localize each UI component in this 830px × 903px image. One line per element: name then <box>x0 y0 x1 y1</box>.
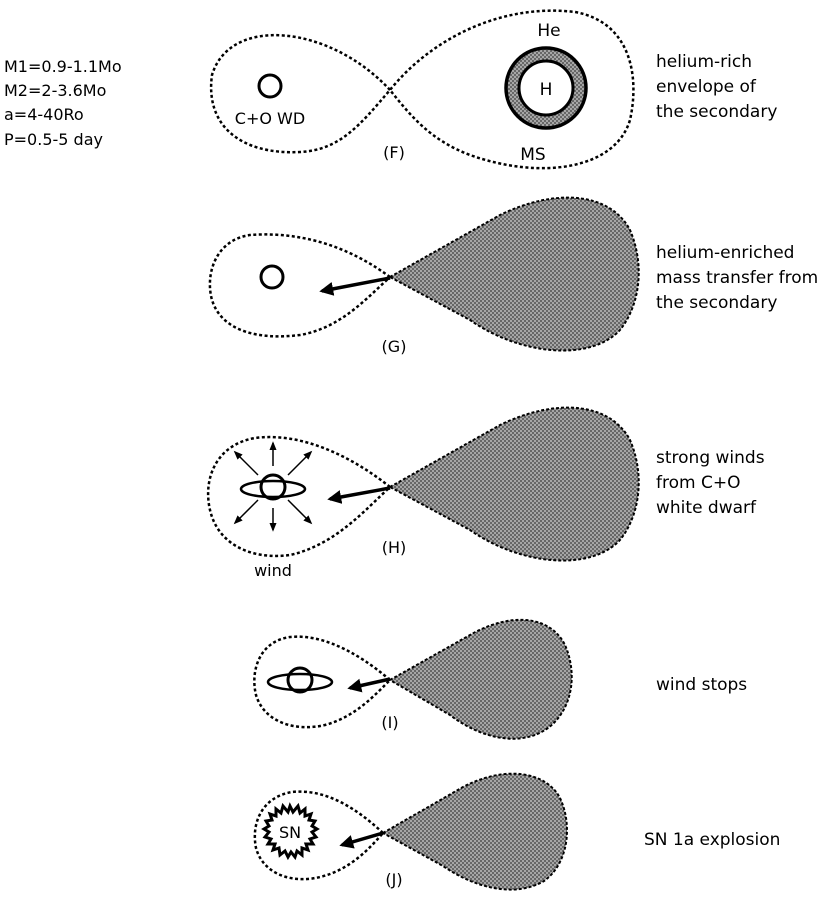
stage-descriptions: helium-rich envelope of the secondary he… <box>644 52 818 850</box>
sn-label: SN <box>279 823 301 842</box>
mass-transfer-arrow <box>347 677 391 693</box>
white-dwarf-icon <box>286 666 314 694</box>
donor-lobe-filled <box>387 196 640 352</box>
h-label: H <box>540 80 553 100</box>
param-a: a=4-40Ro <box>4 105 84 124</box>
stage-g: (G) <box>208 196 640 356</box>
desc-i-line1: wind stops <box>656 675 747 695</box>
desc-g-line3: the secondary <box>656 293 777 313</box>
accretor-roche-lobe <box>253 635 391 729</box>
wind-label: wind <box>254 561 292 580</box>
donor-lobe-filled <box>387 406 640 562</box>
desc-h-line1: strong winds <box>656 448 765 468</box>
accretion-disk <box>239 479 307 499</box>
stage-tag-i: (I) <box>381 713 398 732</box>
desc-h-line3: white dwarf <box>656 498 757 518</box>
donor-lobe-filled <box>380 772 568 891</box>
desc-h-line2: from C+O <box>656 473 740 493</box>
white-dwarf-icon <box>259 264 285 290</box>
accretor-roche-lobe <box>253 790 384 881</box>
stage-f: C+O WD He H MS (F) <box>209 9 635 170</box>
param-m2: M2=2-3.6Mo <box>4 81 106 100</box>
white-dwarf-icon <box>259 473 287 501</box>
desc-f-line3: the secondary <box>656 102 777 122</box>
param-p: P=0.5-5 day <box>4 130 103 149</box>
wind-arrows <box>233 441 313 532</box>
desc-f-line1: helium-rich <box>656 52 752 72</box>
accretor-roche-lobe <box>206 435 391 558</box>
desc-g-line1: helium-enriched <box>656 243 794 263</box>
orbital-parameters: M1=0.9-1.1Mo M2=2-3.6Mo a=4-40Ro P=0.5-5… <box>4 57 122 149</box>
mass-transfer-arrow <box>339 831 384 849</box>
param-m1: M1=0.9-1.1Mo <box>4 57 122 76</box>
stage-tag-j: (J) <box>385 870 402 889</box>
accretor-roche-lobe <box>208 233 391 338</box>
stage-h: wind (H) <box>206 406 640 580</box>
accretion-disk <box>266 672 334 692</box>
stage-j: SN (J) <box>253 772 568 891</box>
desc-f-line2: envelope of <box>656 77 757 97</box>
ms-label: MS <box>520 145 545 165</box>
donor-lobe-filled <box>387 618 573 740</box>
stage-i: (I) <box>253 618 573 740</box>
desc-j-line1: SN 1a explosion <box>644 830 780 850</box>
white-dwarf-icon <box>257 73 283 99</box>
supernova-starburst-icon <box>261 802 320 861</box>
mass-transfer-arrow <box>327 486 391 504</box>
stage-tag-g: (G) <box>382 337 407 356</box>
wd-label: C+O WD <box>235 109 305 128</box>
stage-tag-h: (H) <box>382 538 407 557</box>
roche-lobe-figure-eight <box>209 9 635 170</box>
he-label: He <box>537 21 560 41</box>
desc-g-line2: mass transfer from <box>656 268 818 288</box>
stage-tag-f: (F) <box>383 143 405 162</box>
mass-transfer-arrow <box>319 276 391 296</box>
hydrogen-core <box>517 59 575 117</box>
